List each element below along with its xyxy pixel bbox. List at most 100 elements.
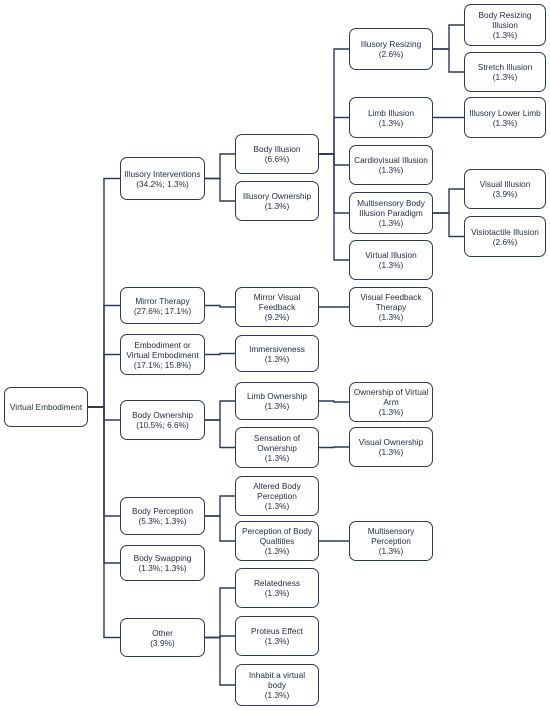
node-percent: (1.3%) [264, 501, 290, 511]
node-label: Visual Ownership [358, 437, 424, 447]
node-label: Stretch Illusion [477, 62, 533, 72]
node-percent: (3.9%) [150, 637, 175, 648]
node-label: Mirror Therapy [135, 295, 190, 306]
connector-root-other [88, 406, 120, 639]
node-label: Other [152, 627, 173, 638]
connector-body_illusion-limb_illusion [319, 116, 349, 155]
node-percent: (1.3%) [378, 312, 404, 322]
node-percent: (1.3%) [378, 260, 404, 270]
node-inhabit-a-virtual-body: Inhabit a virtual body (1.3%) [235, 664, 319, 706]
node-perception-of-body-qualities: Perception of Body Qualtities (1.3%) [235, 521, 319, 561]
node-label: Embodiment or Virtual Embodiment [126, 339, 199, 360]
node-visual-ownership: Visual Ownership (1.3%) [349, 427, 433, 467]
node-label: Limb Ownership [247, 391, 307, 401]
connector-sensation_ownership-visual_ownership [319, 446, 349, 449]
connector-body_perception-altered_body_perception [205, 495, 235, 517]
node-limb-illusion: Limb Illusion (1.3%) [349, 97, 433, 138]
node-percent: (34.2%; 1.3%) [136, 178, 189, 189]
node-label: Multisensory Perception [367, 526, 415, 546]
node-label: Limb Illusion [367, 107, 415, 118]
node-percent: (1.3%) [264, 690, 290, 700]
node-percent: (1.3%) [492, 30, 518, 40]
node-relatedness: Relatedness (1.3%) [235, 568, 319, 608]
node-body-swapping: Body Swapping (1.3%; 1.3%) [120, 545, 205, 581]
node-body-resizing-illusion: Body Resizing Illusion (1.3%) [464, 4, 546, 46]
node-label: Body Swapping [133, 553, 192, 563]
connector-embodiment_virtual-immersiveness [205, 352, 235, 356]
node-percent: (1.3%) [264, 452, 290, 463]
node-percent: (1.3%) [378, 117, 404, 128]
node-label: Body Resizing Illusion [478, 10, 532, 30]
node-label: Illusory Ownership [242, 191, 312, 201]
connector-body_ownership-limb_ownership [205, 400, 235, 421]
node-label: Visual Illusion [479, 179, 531, 189]
node-percent: (1.3%) [378, 165, 404, 175]
node-percent: (5.3%; 1.3%) [138, 516, 187, 526]
node-percent: (1.3%) [264, 546, 290, 556]
node-percent: (1.3%) [264, 588, 290, 598]
node-stretch-illusion: Stretch Illusion (1.3%) [464, 52, 546, 92]
node-label: Inhabit a virtual body [248, 670, 306, 690]
node-cardiovisual-illusion: Cardiovisual Illusion (1.3%) [349, 145, 433, 185]
node-embodiment-virtual-embodiment: Embodiment or Virtual Embodiment (17.1%;… [120, 334, 205, 375]
node-sensation-of-ownership: Sensation of Ownership (1.3%) [235, 427, 319, 468]
node-percent: (1.3%; 1.3%) [138, 563, 187, 573]
node-label: Mirror Visual Feedback [253, 292, 301, 312]
node-percent: (1.3%) [264, 201, 290, 211]
node-percent: (1.3%) [492, 117, 518, 128]
node-multisensory-perception: Multisensory Perception (1.3%) [349, 521, 433, 561]
node-percent: (27.6%; 17.1%) [133, 305, 192, 316]
node-percent: (1.3%) [378, 218, 404, 228]
node-percent: (1.3%) [378, 407, 404, 417]
node-label: Illusory Interventions [124, 168, 201, 179]
connector-multisensory_paradigm-visiotactile_illusion [433, 212, 464, 238]
node-ownership-of-virtual-arm: Ownership of Virtual Arm (1.3%) [349, 382, 433, 422]
node-label: Altered Body Perception [253, 481, 301, 501]
node-label: Body Perception [132, 506, 193, 516]
node-label: Illusory Resizing [360, 39, 422, 49]
node-percent: (6.6%) [264, 154, 290, 164]
node-label: Visiotactile Illusion [471, 226, 539, 237]
connector-illusory_resizing-body_resizing_illusion [433, 24, 464, 50]
node-label: Cardiovisual Illusion [354, 155, 428, 165]
node-illusory-resizing: Illusory Resizing (2.6%) [349, 28, 433, 70]
node-mirror-visual-feedback: Mirror Visual Feedback (9.2%) [235, 287, 319, 327]
node-multisensory-body-illusion-paradigm: Multisensory Body Illusion Paradigm (1.3… [349, 192, 433, 234]
node-other: Other (3.9%) [120, 618, 205, 657]
connector-illusory_interventions-body_illusion [205, 153, 235, 180]
node-virtual-illusion: Virtual Illusion (1.3%) [349, 240, 433, 280]
node-virtual-embodiment: Virtual Embodiment [4, 387, 88, 427]
connector-root-embodiment_virtual [88, 353, 120, 408]
node-percent: (9.2%) [264, 312, 290, 322]
node-percent: (1.3%) [378, 447, 404, 457]
node-percent: (1.3%) [264, 401, 290, 411]
node-percent: (2.6%) [378, 49, 404, 59]
node-visual-feedback-therapy: Visual Feedback Therapy (1.3%) [349, 287, 433, 327]
node-label: Ownership of Virtual Arm [353, 387, 429, 407]
node-label: Visual Feedback Therapy [360, 292, 422, 312]
node-label: Proteus Effect [251, 626, 303, 636]
node-mirror-therapy: Mirror Therapy (27.6%; 17.1%) [120, 287, 205, 324]
node-body-illusion: Body Illusion (6.6%) [235, 134, 319, 174]
connector-mirror_therapy-mirror_visual_feedback [205, 304, 235, 308]
connector-other-inhabit_virtual_body [205, 636, 235, 686]
node-body-ownership: Body Ownership (10.5%; 6.6%) [120, 400, 205, 440]
connector-other-relatedness [205, 587, 235, 639]
connector-limb_ownership-ownership_virtual_arm [319, 400, 349, 403]
connector-illusory_resizing-stretch_illusion [433, 48, 464, 73]
node-percent: (3.9%) [492, 189, 518, 199]
node-illusory-interventions: Illusory Interventions (34.2%; 1.3%) [120, 157, 205, 200]
node-immersiveness: Immersiveness (1.3%) [235, 335, 319, 372]
node-label: Perception of Body Qualtities [241, 526, 313, 546]
node-percent: (1.3%) [492, 72, 518, 82]
connector-body_ownership-sensation_ownership [205, 419, 235, 449]
connector-body_perception-perception_body_qualities [205, 515, 235, 542]
node-illusory-ownership: Illusory Ownership (1.3%) [235, 181, 319, 221]
node-visual-illusion: Visual Illusion (3.9%) [464, 169, 546, 209]
node-percent: (1.3%) [378, 546, 404, 556]
node-label: Virtual Embodiment [9, 402, 83, 412]
node-illusory-lower-limb: Illusory Lower Limb (1.3%) [464, 97, 546, 138]
node-percent: (2.6%) [492, 236, 518, 247]
node-label: Virtual Illusion [365, 250, 417, 260]
